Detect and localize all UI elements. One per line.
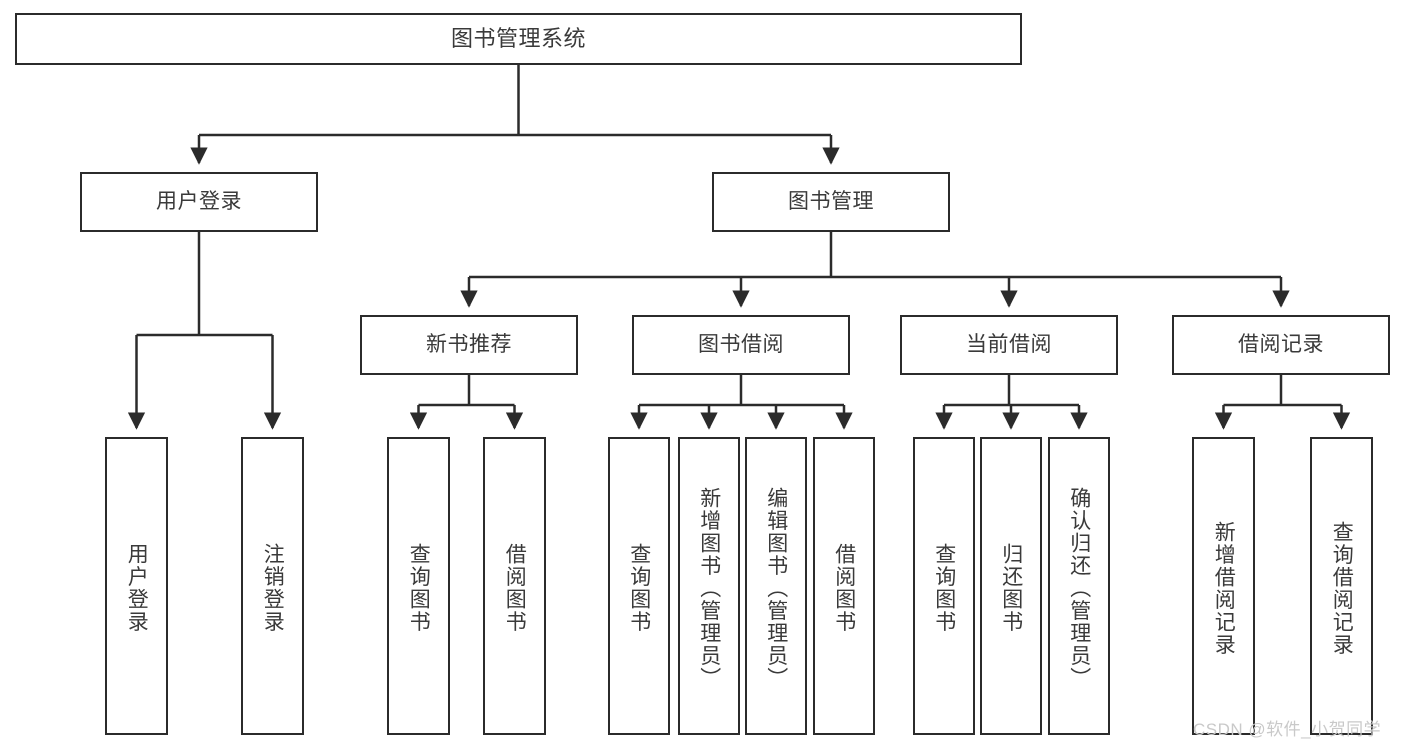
node-borrow-record[interactable]: 借阅记录 [1172,315,1390,375]
node-new-book-recommend-label: 新书推荐 [426,332,512,356]
leaf-text-wrap: 借阅图书 [831,439,857,733]
node-leaf-query-book-1-label: 查询图书 [407,543,431,633]
node-leaf-query-record[interactable]: 查询借阅记录 [1310,437,1373,735]
node-book-manage-label: 图书管理 [788,189,874,213]
node-borrow-record-label: 借阅记录 [1238,332,1324,356]
leaf-text-wrap: 新增借阅记录 [1211,439,1237,733]
leaf-text-wrap: 确认归还（管理员） [1066,439,1092,733]
node-user-login[interactable]: 用户登录 [80,172,318,232]
node-book-manage[interactable]: 图书管理 [712,172,950,232]
node-leaf-query-book-1[interactable]: 查询图书 [387,437,450,735]
node-leaf-query-book-2[interactable]: 查询图书 [608,437,670,735]
leaf-text-wrap: 编辑图书（管理员） [763,439,789,733]
leaf-text-wrap: 新增图书（管理员） [696,439,722,733]
node-current-borrow[interactable]: 当前借阅 [900,315,1118,375]
node-book-borrow-label: 图书借阅 [698,332,784,356]
node-leaf-user-login[interactable]: 用户登录 [105,437,168,735]
node-leaf-query-book-3[interactable]: 查询图书 [913,437,975,735]
node-leaf-borrow-book-2[interactable]: 借阅图书 [813,437,875,735]
node-leaf-user-login-label: 用户登录 [125,543,149,633]
node-leaf-return-book[interactable]: 归还图书 [980,437,1042,735]
leaf-text-wrap: 查询图书 [931,439,957,733]
leaf-text-wrap: 用户登录 [124,439,150,733]
node-leaf-query-book-3-label: 查询图书 [932,543,956,633]
node-leaf-borrow-book-1[interactable]: 借阅图书 [483,437,546,735]
leaf-text-wrap: 查询借阅记录 [1329,439,1355,733]
leaf-text-wrap: 归还图书 [998,439,1024,733]
leaf-text-wrap: 查询图书 [626,439,652,733]
node-leaf-confirm-return-label: 确认归还（管理员） [1067,486,1091,690]
node-leaf-add-book-label: 新增图书（管理员） [697,486,721,690]
csdn-watermark: CSDN @软件_小贺同学 [1193,720,1382,739]
node-leaf-add-record-label: 新增借阅记录 [1212,520,1236,656]
node-root-label: 图书管理系统 [450,26,586,52]
node-leaf-edit-book-label: 编辑图书（管理员） [764,486,788,690]
node-leaf-borrow-book-1-label: 借阅图书 [503,543,527,633]
node-leaf-logout-label: 注销登录 [261,543,285,633]
node-leaf-query-book-2-label: 查询图书 [627,543,651,633]
leaf-text-wrap: 查询图书 [406,439,432,733]
node-leaf-add-record[interactable]: 新增借阅记录 [1192,437,1255,735]
node-user-login-label: 用户登录 [156,189,242,213]
node-book-borrow[interactable]: 图书借阅 [632,315,850,375]
node-new-book-recommend[interactable]: 新书推荐 [360,315,578,375]
node-leaf-confirm-return[interactable]: 确认归还（管理员） [1048,437,1110,735]
leaf-text-wrap: 借阅图书 [502,439,528,733]
node-leaf-borrow-book-2-label: 借阅图书 [832,543,856,633]
node-leaf-add-book[interactable]: 新增图书（管理员） [678,437,740,735]
node-current-borrow-label: 当前借阅 [966,332,1052,356]
node-leaf-return-book-label: 归还图书 [999,543,1023,633]
leaf-text-wrap: 注销登录 [260,439,286,733]
node-leaf-query-record-label: 查询借阅记录 [1330,520,1354,656]
node-leaf-edit-book[interactable]: 编辑图书（管理员） [745,437,807,735]
node-leaf-logout[interactable]: 注销登录 [241,437,304,735]
node-root[interactable]: 图书管理系统 [15,13,1022,65]
